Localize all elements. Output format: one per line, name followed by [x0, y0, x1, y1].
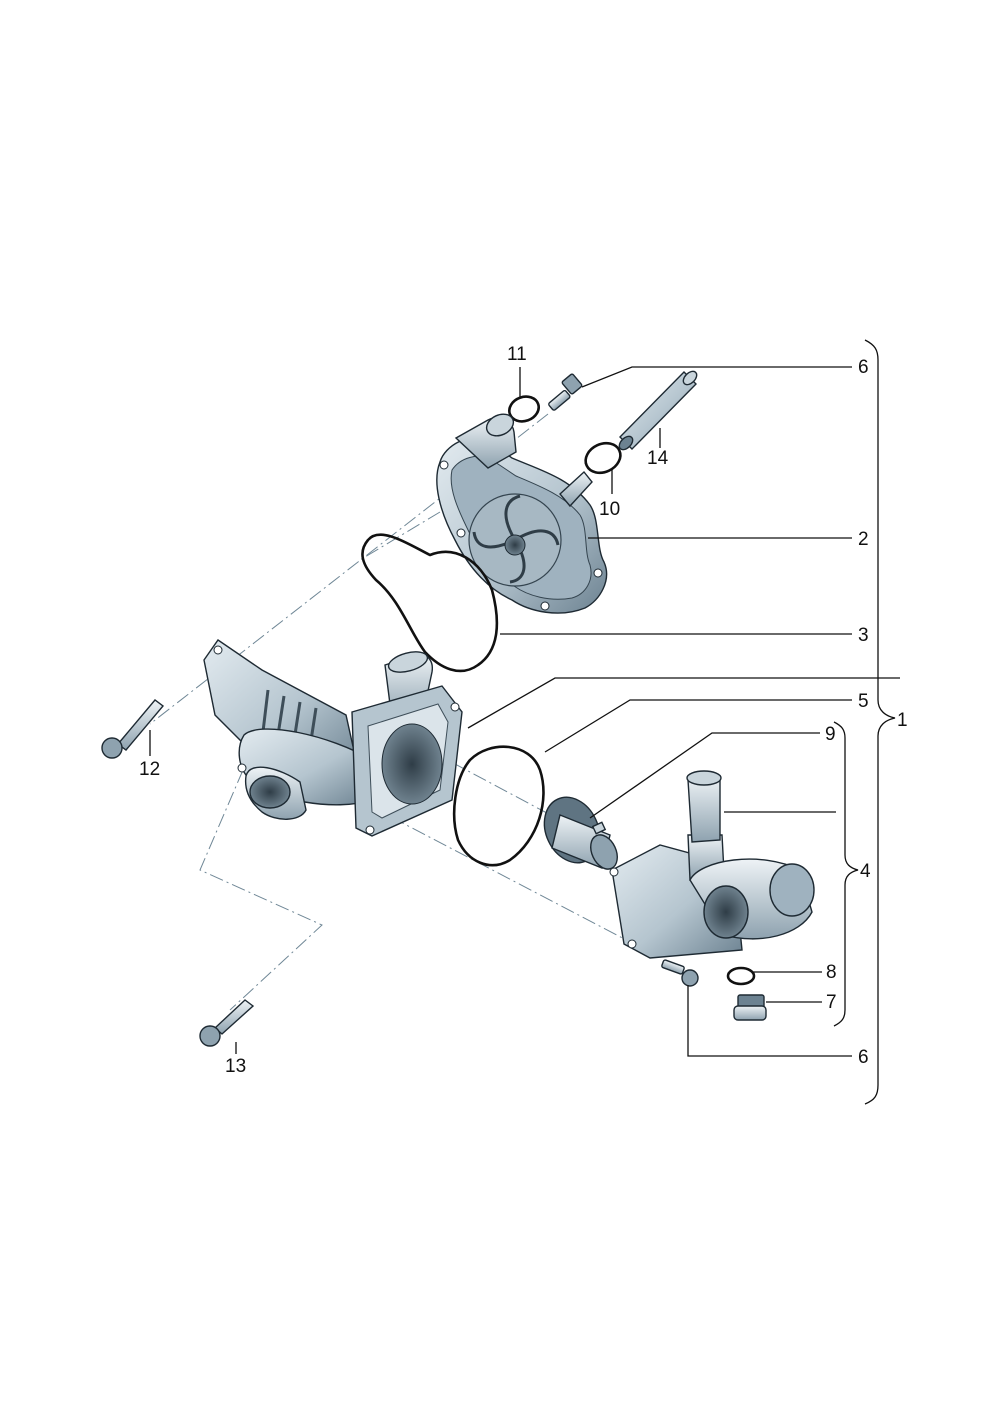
leader-lines	[149, 366, 900, 1057]
part-6-bottom-bolt	[661, 959, 699, 987]
part-2-water-pump	[436, 413, 608, 614]
callout-10: 10	[599, 499, 620, 520]
callout-4: 4	[860, 861, 871, 882]
part-13-bolt	[199, 999, 255, 1047]
callout-11: 11	[507, 344, 527, 365]
part-10-o-ring	[584, 441, 622, 475]
callout-9: 9	[825, 724, 836, 745]
bracket-group-1	[864, 339, 896, 1105]
callout-3: 3	[858, 625, 869, 646]
part-9-thermostat	[543, 796, 618, 870]
part-11-o-ring	[508, 395, 540, 423]
part-14-drive-rod	[618, 370, 698, 451]
thermostat-housing	[203, 639, 463, 837]
part-12-long-bolt	[101, 699, 165, 759]
callout-5: 5	[858, 691, 869, 712]
callout-7: 7	[826, 992, 837, 1013]
part-8-seal-ring	[726, 966, 756, 986]
part-7-screw-plug	[733, 994, 767, 1021]
callout-8: 8	[826, 962, 837, 983]
callout-labels: 11 6 14 10 2 3 5 1 9 12 4 8 7 6 13	[139, 344, 908, 1077]
callout-14: 14	[647, 448, 669, 469]
callout-13: 13	[225, 1056, 246, 1077]
callout-12: 12	[139, 759, 160, 780]
part-3-pump-gasket	[361, 533, 499, 673]
callout-2: 2	[858, 529, 869, 550]
part-6-top-bolt	[548, 373, 583, 411]
callout-1: 1	[897, 710, 908, 731]
callout-6-top: 6	[858, 357, 869, 378]
part-4-thermostat-cover	[609, 770, 815, 959]
callout-6-bottom: 6	[858, 1047, 869, 1068]
bracket-group-4	[833, 721, 859, 1027]
part-5-housing-gasket	[452, 745, 545, 867]
